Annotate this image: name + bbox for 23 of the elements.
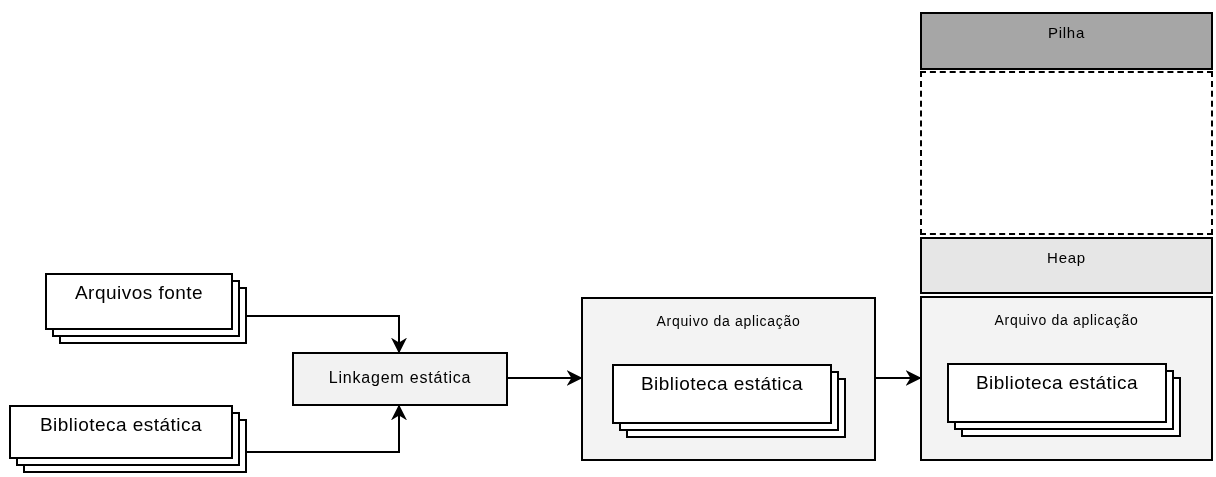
arrow <box>246 404 407 453</box>
container-box <box>920 296 1213 461</box>
process-box <box>292 352 508 406</box>
node-label: Arquivos fonte <box>74 281 204 305</box>
stacked-document-box <box>9 405 247 473</box>
memory-segment-box <box>920 237 1213 294</box>
node-label: Heap <box>1047 248 1086 268</box>
node-label: Pilha <box>1047 23 1086 43</box>
arrow <box>875 370 922 386</box>
arrow <box>246 315 407 354</box>
stacked-document-box <box>947 363 1181 437</box>
node-label: Arquivo da aplicação <box>656 312 801 331</box>
node-label: Biblioteca estática <box>975 371 1139 395</box>
node-label: Arquivo da aplicação <box>994 311 1139 330</box>
memory-segment-box <box>920 12 1213 70</box>
container-box <box>581 297 876 461</box>
node-label: Biblioteca estática <box>640 372 804 396</box>
memory-segment-box <box>920 71 1213 235</box>
stacked-document-box <box>45 273 247 344</box>
node-label: Biblioteca estática <box>39 413 203 437</box>
stacked-document-box <box>612 364 846 438</box>
arrow <box>507 370 583 386</box>
node-label: Linkagem estática <box>328 368 472 388</box>
